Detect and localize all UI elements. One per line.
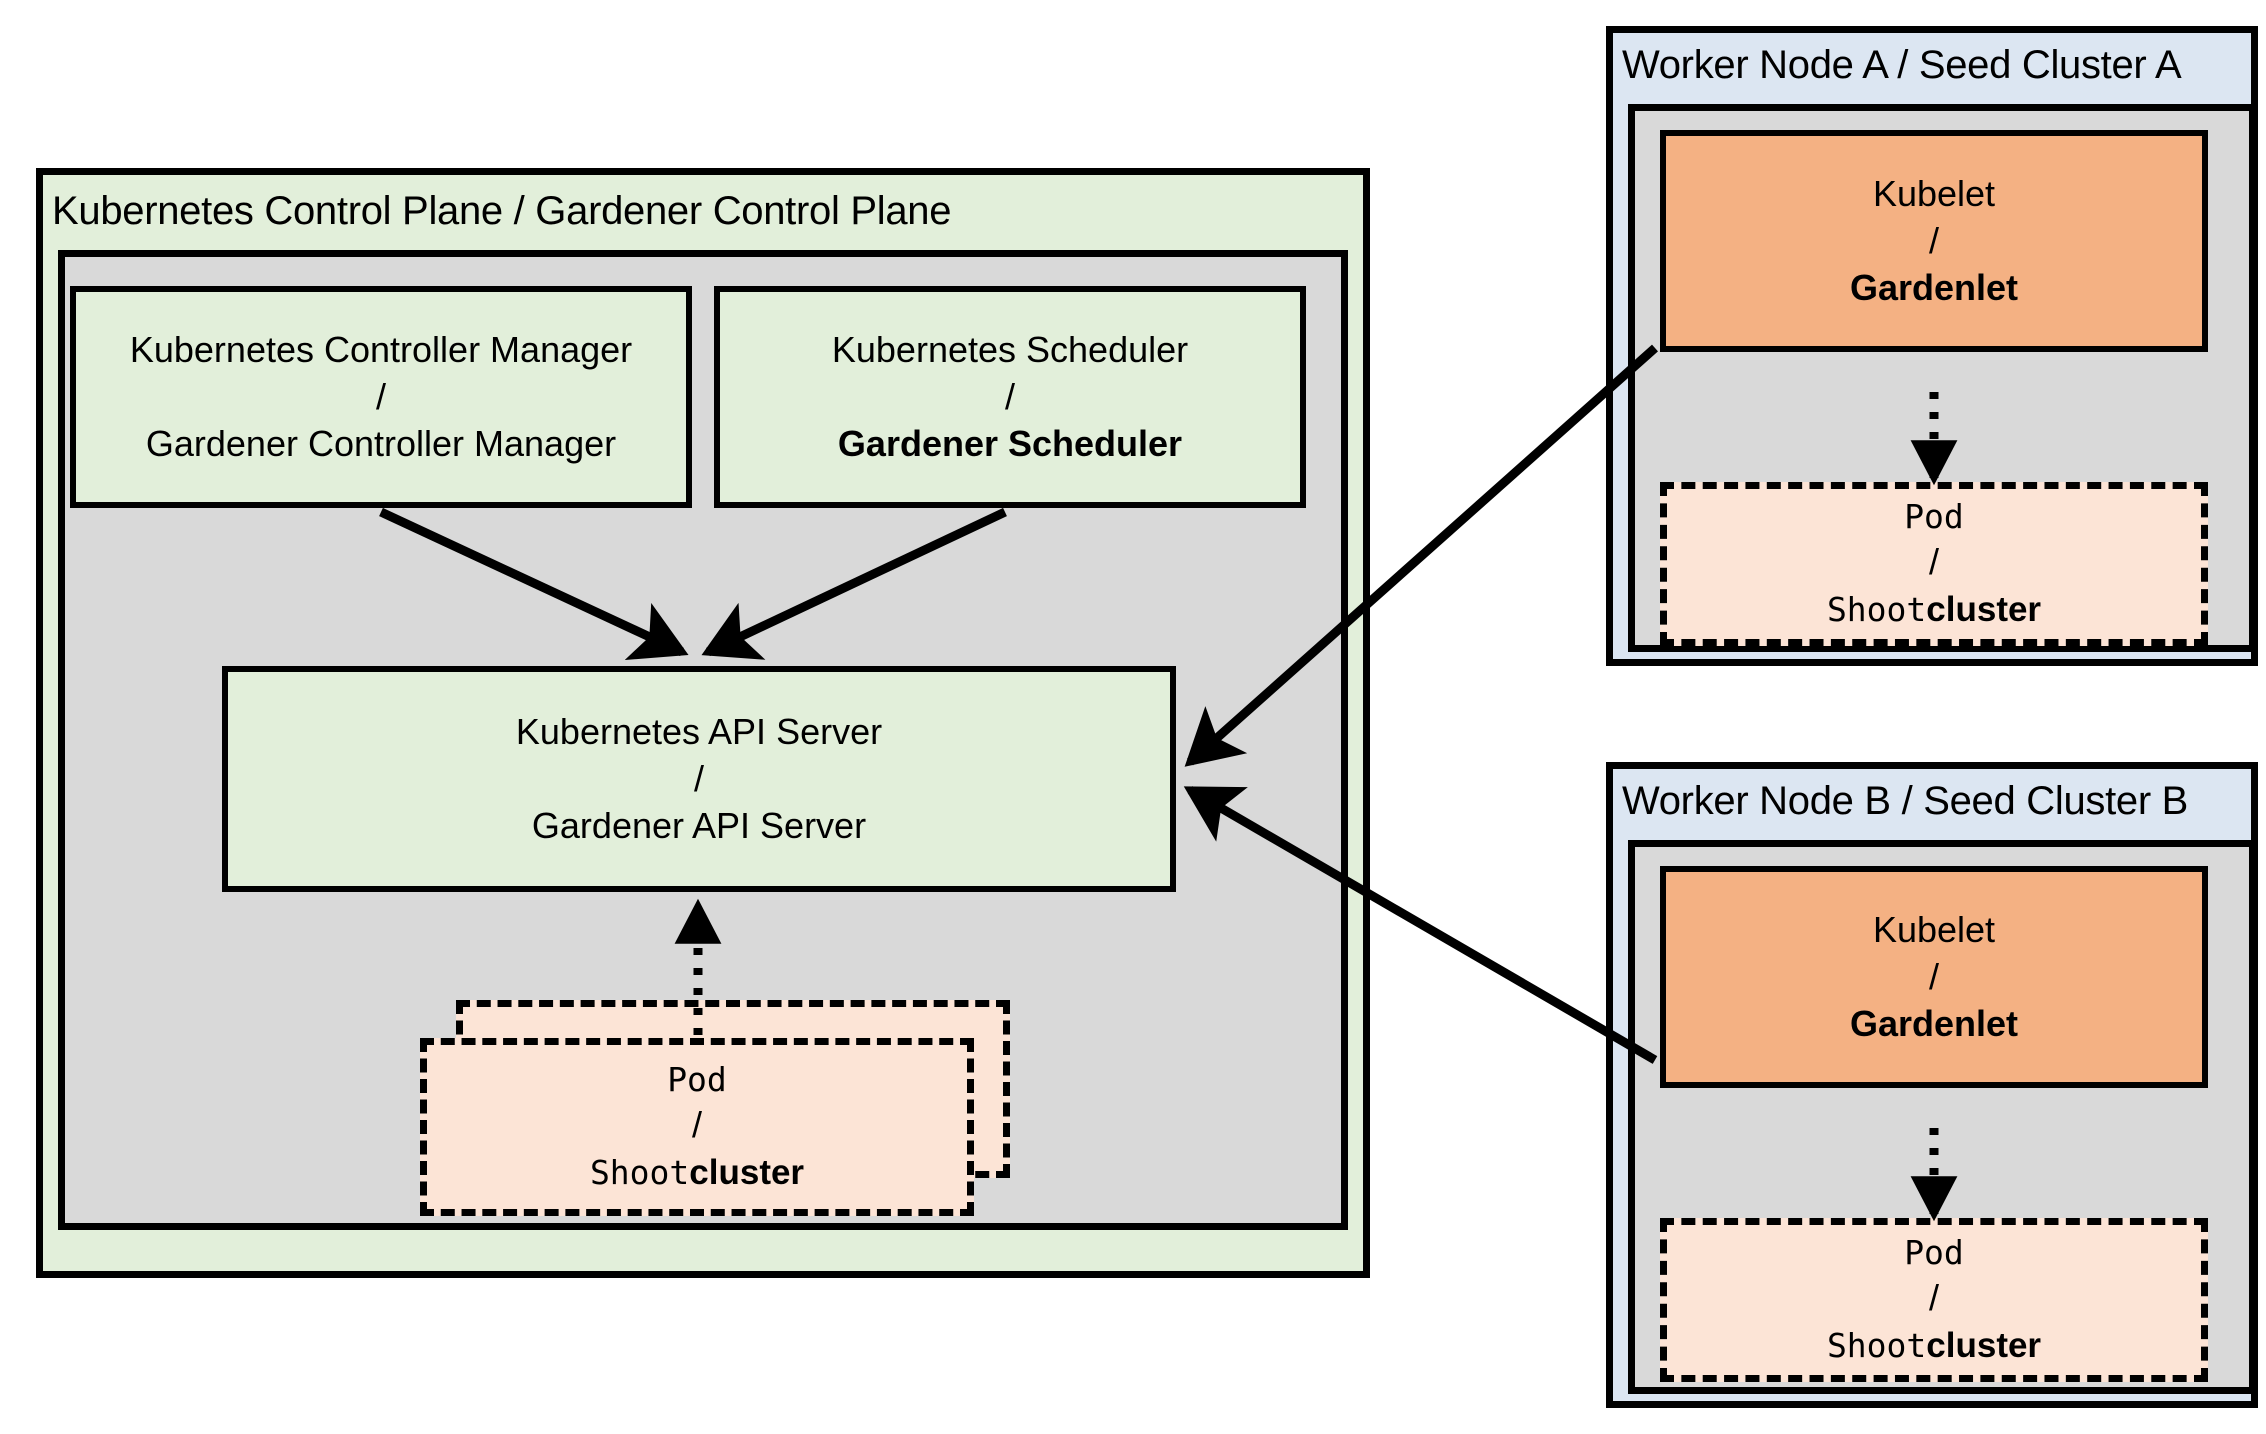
seed-a-kubelet-line1: Kubelet <box>1872 172 1996 214</box>
seed-cluster-a-title: Worker Node A / Seed Cluster A <box>1622 43 2182 87</box>
kubernetes-api-server-box[interactable]: Kubernetes API Server / Gardener API Ser… <box>222 666 1176 892</box>
seed-b-pod-line2-bold: cluster <box>1926 1325 2042 1365</box>
kubernetes-controller-manager-box[interactable]: Kubernetes Controller Manager / Gardener… <box>70 286 692 508</box>
seed-b-kubelet-separator: / <box>1928 955 1939 997</box>
seed-a-pod-separator: / <box>1928 540 1939 582</box>
controller-manager-line2: Gardener Controller Manager <box>145 422 617 464</box>
seed-b-kubelet-labels: Kubelet / Gardenlet <box>1666 907 2202 1047</box>
seed-a-kubelet-separator: / <box>1928 219 1939 261</box>
seed-a-pod-labels: Pod / Shootcluster <box>1667 496 2201 632</box>
seed-cluster-b-kubelet-box[interactable]: Kubelet / Gardenlet <box>1660 866 2208 1088</box>
controller-manager-line1: Kubernetes Controller Manager <box>129 328 633 370</box>
seed-b-pod-line2-mono: Shoot <box>1826 1325 1927 1365</box>
scheduler-line2: Gardener Scheduler <box>837 422 1183 464</box>
scheduler-separator: / <box>1004 375 1015 417</box>
api-server-line1: Kubernetes API Server <box>515 710 883 752</box>
seed-cluster-a-pod-box[interactable]: Pod / Shootcluster <box>1660 482 2208 646</box>
seed-a-pod-line1: Pod <box>1904 496 1964 536</box>
control-plane-pod-labels: Pod / Shootcluster <box>427 1059 967 1195</box>
control-plane-pod-line2-bold: cluster <box>689 1152 805 1192</box>
seed-b-kubelet-line1: Kubelet <box>1872 908 1996 950</box>
controller-manager-separator: / <box>375 375 386 417</box>
seed-b-pod-labels: Pod / Shootcluster <box>1667 1232 2201 1368</box>
control-plane-pod-box[interactable]: Pod / Shootcluster <box>420 1038 974 1216</box>
scheduler-line1: Kubernetes Scheduler <box>831 328 1189 370</box>
seed-b-pod-line1: Pod <box>1904 1232 1964 1272</box>
control-plane-pod-line1: Pod <box>667 1059 727 1099</box>
api-server-labels: Kubernetes API Server / Gardener API Ser… <box>228 709 1170 849</box>
seed-a-pod-line2-mono: Shoot <box>1826 589 1927 629</box>
seed-a-pod-line2-bold: cluster <box>1926 589 2042 629</box>
scheduler-labels: Kubernetes Scheduler / Gardener Schedule… <box>720 327 1300 467</box>
kubernetes-scheduler-box[interactable]: Kubernetes Scheduler / Gardener Schedule… <box>714 286 1306 508</box>
seed-a-pod-line2: Shootcluster <box>1667 585 2201 632</box>
seed-b-kubelet-line2: Gardenlet <box>1849 1002 2019 1044</box>
seed-cluster-b-title: Worker Node B / Seed Cluster B <box>1622 779 2189 823</box>
controller-manager-labels: Kubernetes Controller Manager / Gardener… <box>76 327 686 467</box>
control-plane-pod-line2: Shootcluster <box>427 1148 967 1195</box>
seed-a-kubelet-line2: Gardenlet <box>1849 266 2019 308</box>
control-plane-pod-line2-mono: Shoot <box>589 1152 690 1192</box>
seed-cluster-a-kubelet-box[interactable]: Kubelet / Gardenlet <box>1660 130 2208 352</box>
seed-cluster-b-pod-box[interactable]: Pod / Shootcluster <box>1660 1218 2208 1382</box>
control-plane-pod-separator: / <box>691 1103 702 1145</box>
control-plane-title: Kubernetes Control Plane / Gardener Cont… <box>52 189 952 233</box>
api-server-separator: / <box>693 757 704 799</box>
api-server-line2: Gardener API Server <box>531 804 867 846</box>
seed-a-kubelet-labels: Kubelet / Gardenlet <box>1666 171 2202 311</box>
seed-b-pod-line2: Shootcluster <box>1667 1321 2201 1368</box>
seed-b-pod-separator: / <box>1928 1276 1939 1318</box>
